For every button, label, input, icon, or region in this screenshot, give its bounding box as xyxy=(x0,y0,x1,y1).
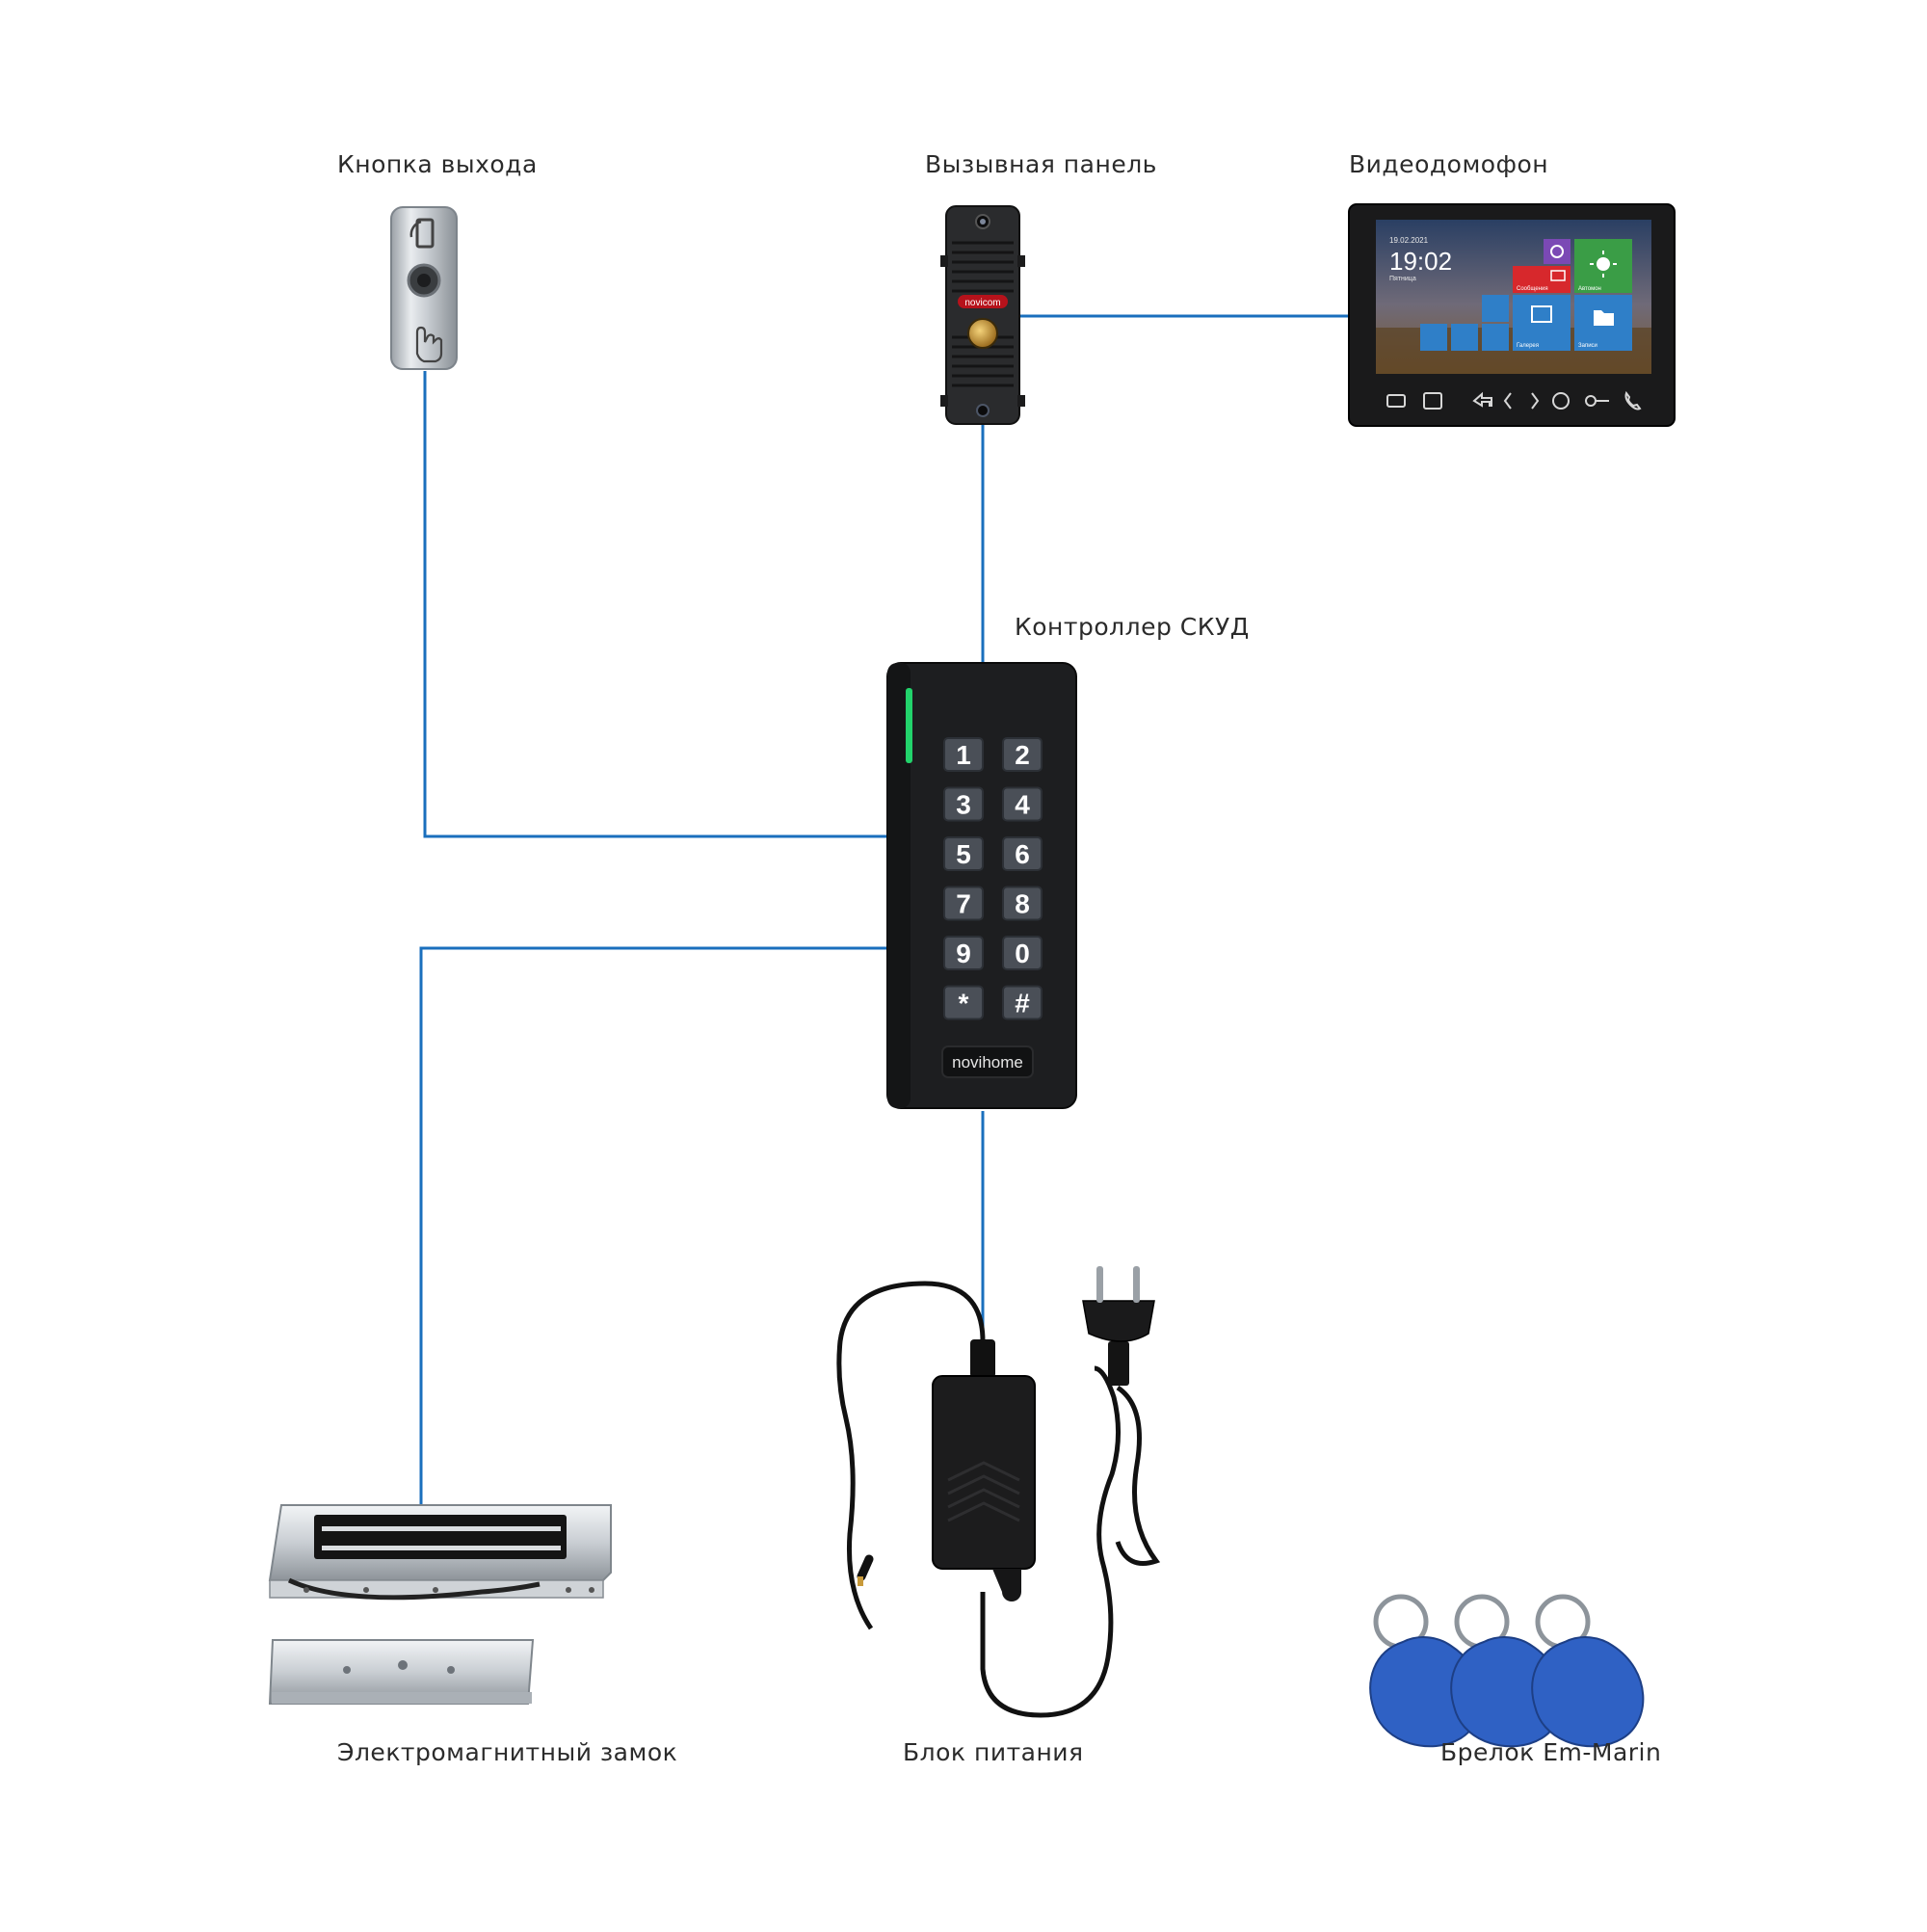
label-controller: Контроллер СКУД xyxy=(1015,613,1250,641)
monitor-day: Пятница xyxy=(1389,276,1416,282)
monitor-tile-label: Сообщения xyxy=(1517,286,1548,292)
keypad-key[interactable] xyxy=(943,936,984,970)
keypad-key[interactable] xyxy=(1002,985,1043,1020)
keypad-key-label: 3 xyxy=(956,790,971,820)
rfid-fob xyxy=(1450,1594,1564,1748)
monitor-tile-label: Записи xyxy=(1578,343,1597,349)
folder-icon xyxy=(1594,310,1614,326)
door-icon xyxy=(415,218,435,249)
label-power-supply: Блок питания xyxy=(903,1738,1084,1766)
label-exit-button: Кнопка выхода xyxy=(337,150,538,178)
keypad-key-label: 6 xyxy=(1015,839,1030,869)
keypad-key-label: 4 xyxy=(1015,790,1030,820)
keypad-key-label: 7 xyxy=(956,889,971,919)
gear-icon xyxy=(1550,245,1564,258)
keypad-key-label: 8 xyxy=(1015,889,1030,919)
keypad-key[interactable] xyxy=(943,836,984,871)
video-intercom-device: 19.02.2021 19:02 Пятница Сообщения Автом… xyxy=(1348,203,1676,427)
monitor-tile-label: Галерея xyxy=(1517,343,1539,349)
keypad-key-label: 9 xyxy=(956,939,971,968)
keypad-key[interactable] xyxy=(943,985,984,1020)
monitor-date: 19.02.2021 xyxy=(1389,236,1429,245)
call-panel-brand: novicom xyxy=(964,298,1000,308)
monitor-tile-label: Автомон xyxy=(1578,286,1601,292)
label-em-lock: Электромагнитный замок xyxy=(337,1738,678,1766)
back-icon[interactable] xyxy=(1472,391,1492,408)
monitor-time: 19:02 xyxy=(1389,247,1452,276)
keypad-key-label: 0 xyxy=(1015,939,1030,968)
keypad-key[interactable] xyxy=(1002,836,1043,871)
sun-icon xyxy=(1597,257,1610,271)
rfid-fob xyxy=(1369,1594,1483,1748)
settings-icon[interactable] xyxy=(1552,392,1570,410)
keypad: 1 2 3 4 5 6 7 8 9 0 * # xyxy=(943,737,1043,1020)
rfid-fobs xyxy=(1369,1594,1645,1748)
monitor-tile-camera-2[interactable] xyxy=(1482,324,1509,351)
label-video-intercom: Видеодомофон xyxy=(1349,150,1549,178)
exit-button-device xyxy=(390,206,458,370)
hand-icon xyxy=(415,326,443,363)
label-call-panel: Вызывная панель xyxy=(925,150,1157,178)
eu-plug xyxy=(1082,1300,1155,1342)
access-controller-device: 1 2 3 4 5 6 7 8 9 0 * # novihome xyxy=(886,662,1077,1109)
envelope-icon xyxy=(1550,270,1566,281)
contacts-icon[interactable] xyxy=(1423,392,1442,410)
keypad-key-label: 5 xyxy=(956,839,971,869)
wires xyxy=(419,314,1353,1509)
power-supply-device xyxy=(836,1266,1161,1718)
keypad-key[interactable] xyxy=(1002,886,1043,921)
image-icon xyxy=(1531,305,1552,323)
keypad-key-label: 2 xyxy=(1015,740,1030,770)
keypad-key[interactable] xyxy=(943,786,984,822)
monitor-tile-door-1[interactable] xyxy=(1420,324,1447,351)
status-led xyxy=(906,688,912,763)
keypad-key[interactable] xyxy=(943,886,984,921)
monitor-tile-door-2[interactable] xyxy=(1451,324,1478,351)
keypad-key[interactable] xyxy=(1002,936,1043,970)
monitor-settings-tile[interactable] xyxy=(1544,239,1571,264)
call-panel-device: novicom xyxy=(940,205,1025,425)
phone-icon[interactable] xyxy=(1624,390,1642,410)
keypad-key-label: * xyxy=(959,989,969,1019)
psu-adapter-body xyxy=(932,1375,1036,1570)
keypad-key[interactable] xyxy=(1002,786,1043,822)
chevron-left-icon[interactable] xyxy=(1503,392,1512,410)
monitor-buttons xyxy=(1386,390,1642,410)
ir-lens-icon xyxy=(976,404,990,417)
wire-controller-to-lock xyxy=(419,946,889,1509)
chevron-right-icon[interactable] xyxy=(1531,392,1540,410)
call-button-icon xyxy=(967,318,998,349)
rfid-fob xyxy=(1531,1594,1645,1748)
keypad-key[interactable] xyxy=(1002,737,1043,772)
wire-exit-button-to-controller xyxy=(423,371,889,838)
keypad-key[interactable] xyxy=(943,737,984,772)
cards-icon[interactable] xyxy=(1386,394,1406,408)
em-lock-device xyxy=(268,1504,612,1705)
controller-brand: novihome xyxy=(952,1053,1023,1072)
keypad-key-label: # xyxy=(1015,989,1030,1019)
keypad-key-label: 1 xyxy=(956,740,971,770)
monitor-tile-camera-1[interactable] xyxy=(1482,295,1509,322)
label-fob: Брелок Em-Marin xyxy=(1440,1738,1662,1766)
